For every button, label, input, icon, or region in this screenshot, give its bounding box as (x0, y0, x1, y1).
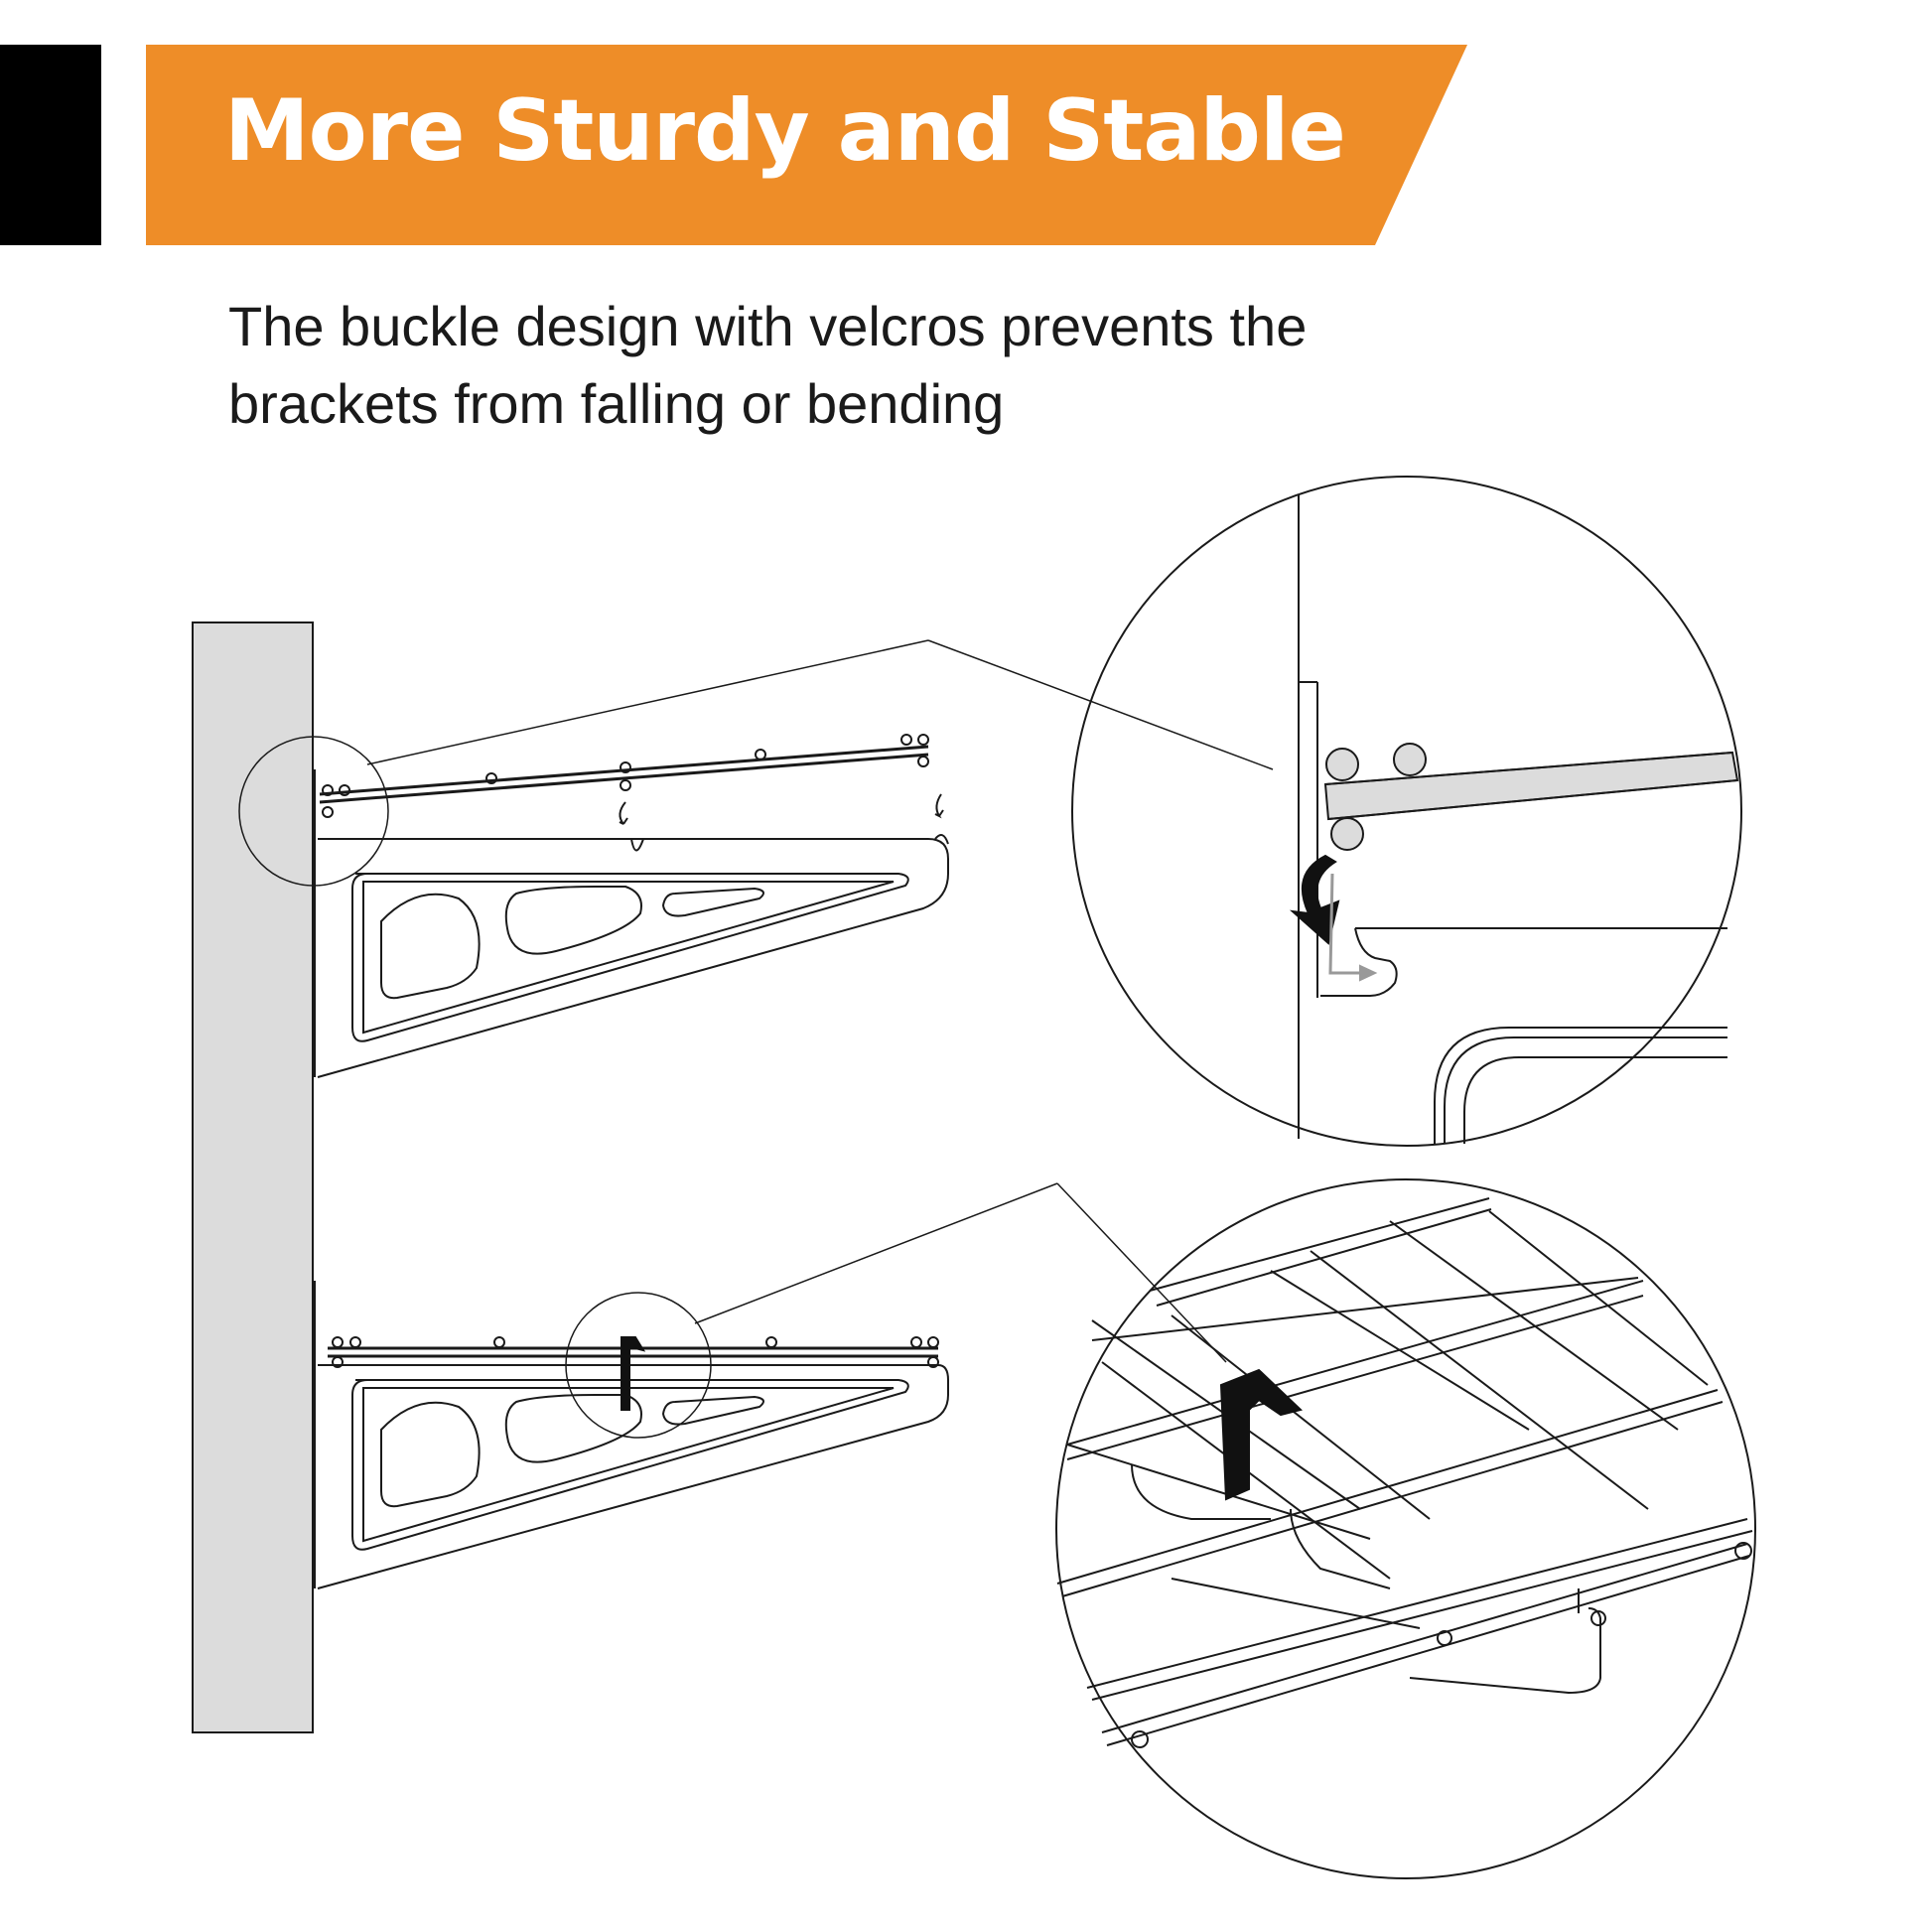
page-title: More Sturdy and Stable (224, 81, 1346, 181)
velcro-strap-large-icon (1219, 1368, 1304, 1501)
description-text: The buckle design with velcros prevents … (228, 288, 1519, 443)
description-line-2: brackets from falling or bending (228, 372, 1005, 435)
bracket-hook-detail (1071, 476, 1742, 1147)
down-arrow-icon (619, 801, 628, 825)
down-arrow-icon (934, 793, 944, 819)
lower-bracket (314, 1182, 1227, 1589)
description-line-1: The buckle design with velcros prevents … (228, 295, 1308, 357)
title-banner (146, 45, 1467, 245)
detail-callout-circle (238, 736, 389, 887)
velcro-strap-detail (1055, 1178, 1756, 1879)
curved-arrow-icon (1289, 854, 1340, 945)
push-arrow-icon (1328, 873, 1360, 975)
black-side-tab (0, 45, 101, 245)
strap-callout-circle (565, 1292, 712, 1439)
wall-panel (192, 621, 314, 1733)
upper-bracket (238, 639, 1274, 1078)
velcro-strap-icon (621, 1336, 646, 1411)
orange-banner-shape (146, 45, 1467, 245)
